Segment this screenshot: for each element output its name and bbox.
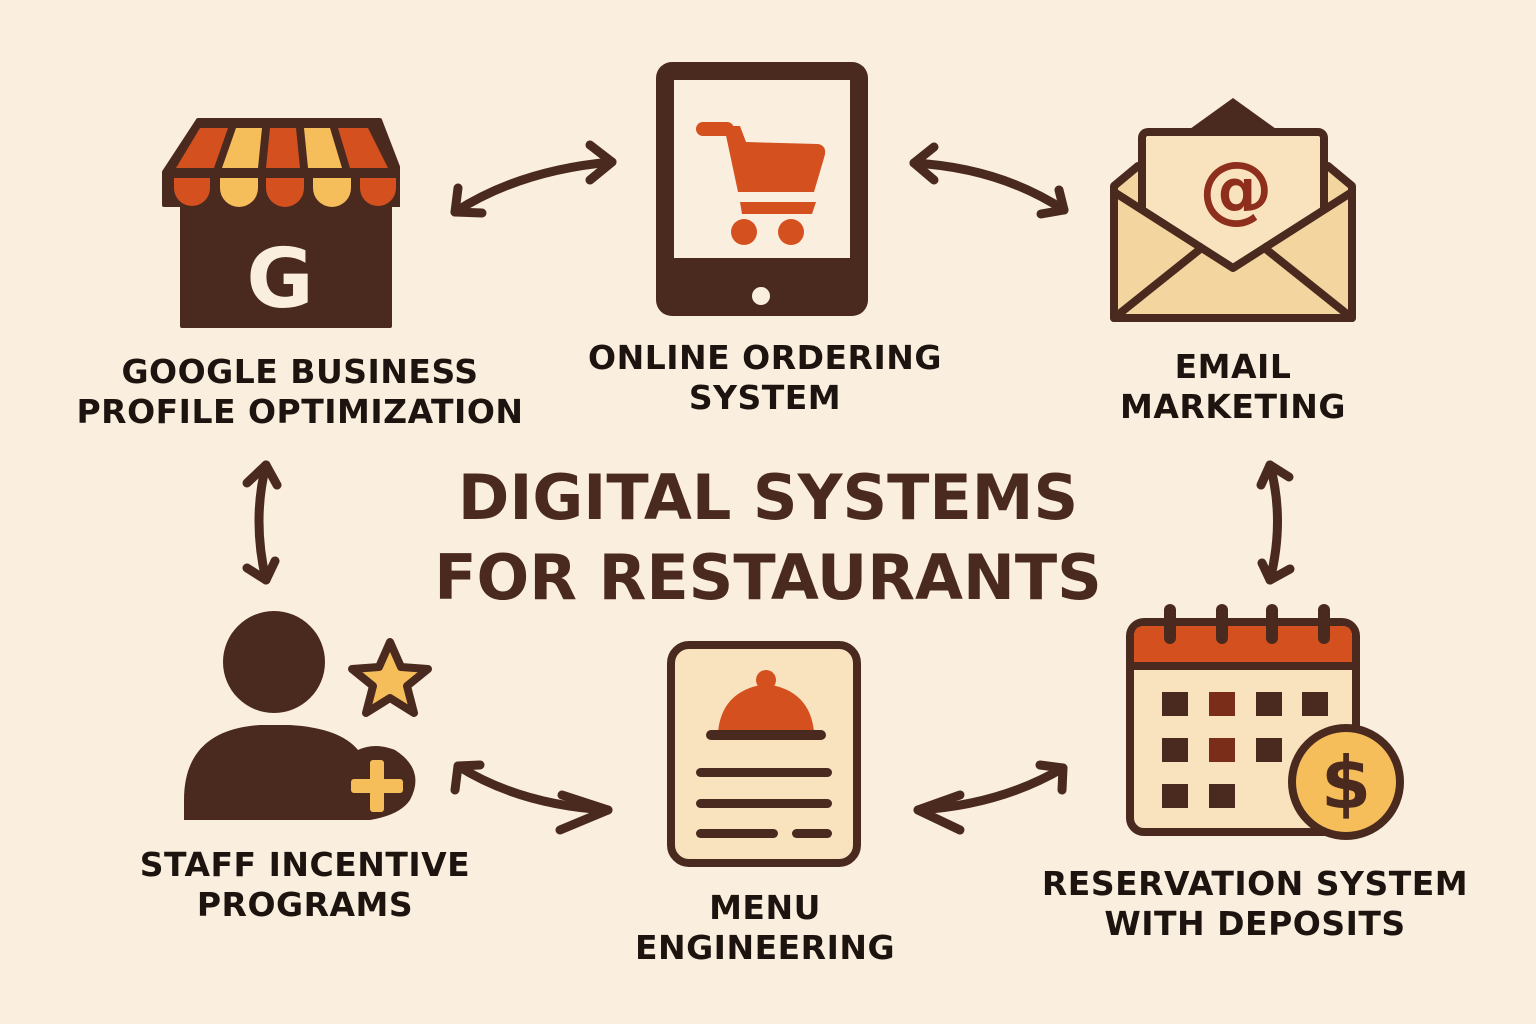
label-line1: MENU xyxy=(709,888,821,927)
arrow-google-ordering xyxy=(450,140,617,218)
node-email-marketing: @ xyxy=(1108,96,1358,328)
calendar-coin-icon: $ xyxy=(1126,604,1404,840)
plus-icon xyxy=(351,760,403,812)
label-line2: WITH DEPOSITS xyxy=(1104,904,1406,943)
label-line1: EMAIL xyxy=(1174,347,1292,386)
label-line1: STAFF INCENTIVE xyxy=(139,845,471,884)
envelope-at-icon: @ xyxy=(1110,98,1356,322)
shopping-cart-icon xyxy=(696,122,826,245)
label-email-marketing: EMAIL MARKETING xyxy=(1010,347,1456,427)
label-line1: ONLINE ORDERING xyxy=(588,338,942,377)
label-line2: PROFILE OPTIMIZATION xyxy=(76,392,524,431)
dollar-coin-icon: $ xyxy=(1288,724,1404,840)
label-online-ordering: ONLINE ORDERING SYSTEM xyxy=(540,338,990,418)
label-reservation-system: RESERVATION SYSTEM WITH DEPOSITS xyxy=(1020,864,1490,944)
label-line2: SYSTEM xyxy=(688,378,842,417)
label-line2: PROGRAMS xyxy=(196,885,414,924)
arrow-ordering-email xyxy=(909,142,1069,219)
title-line1: DIGITAL SYSTEMS xyxy=(457,461,1079,534)
label-line2: ENGINEERING xyxy=(634,928,896,967)
node-google-business: G xyxy=(160,110,400,340)
arrow-email-reservation xyxy=(1256,460,1295,585)
arrow-google-staff xyxy=(242,460,282,585)
arrow-menu-reservation xyxy=(913,760,1068,835)
storefront-g-icon: G xyxy=(162,118,400,328)
svg-text:G: G xyxy=(246,232,313,327)
cloche-icon xyxy=(706,670,826,740)
label-line2: MARKETING xyxy=(1120,387,1346,426)
person-star-plus-icon xyxy=(184,611,432,820)
arrow-staff-menu xyxy=(450,760,613,835)
node-staff-incentive xyxy=(180,610,440,822)
page-title: DIGITAL SYSTEMS FOR RESTAURANTS xyxy=(380,458,1156,618)
node-menu-engineering xyxy=(666,640,862,868)
label-line1: GOOGLE BUSINESS xyxy=(121,352,479,391)
title-line2: FOR RESTAURANTS xyxy=(434,541,1102,614)
label-line1: RESERVATION SYSTEM xyxy=(1041,864,1469,903)
tablet-cart-icon xyxy=(656,62,868,316)
menu-cloche-icon xyxy=(667,641,861,867)
star-icon xyxy=(348,638,432,717)
label-staff-incentive: STAFF INCENTIVE PROGRAMS xyxy=(70,845,540,925)
node-reservation-system: $ xyxy=(1124,600,1408,840)
node-online-ordering xyxy=(654,60,870,318)
svg-text:$: $ xyxy=(1321,741,1371,825)
label-google-business: GOOGLE BUSINESS PROFILE OPTIMIZATION xyxy=(60,352,540,432)
svg-text:@: @ xyxy=(1199,146,1273,232)
label-menu-engineering: MENU ENGINEERING xyxy=(540,888,990,968)
